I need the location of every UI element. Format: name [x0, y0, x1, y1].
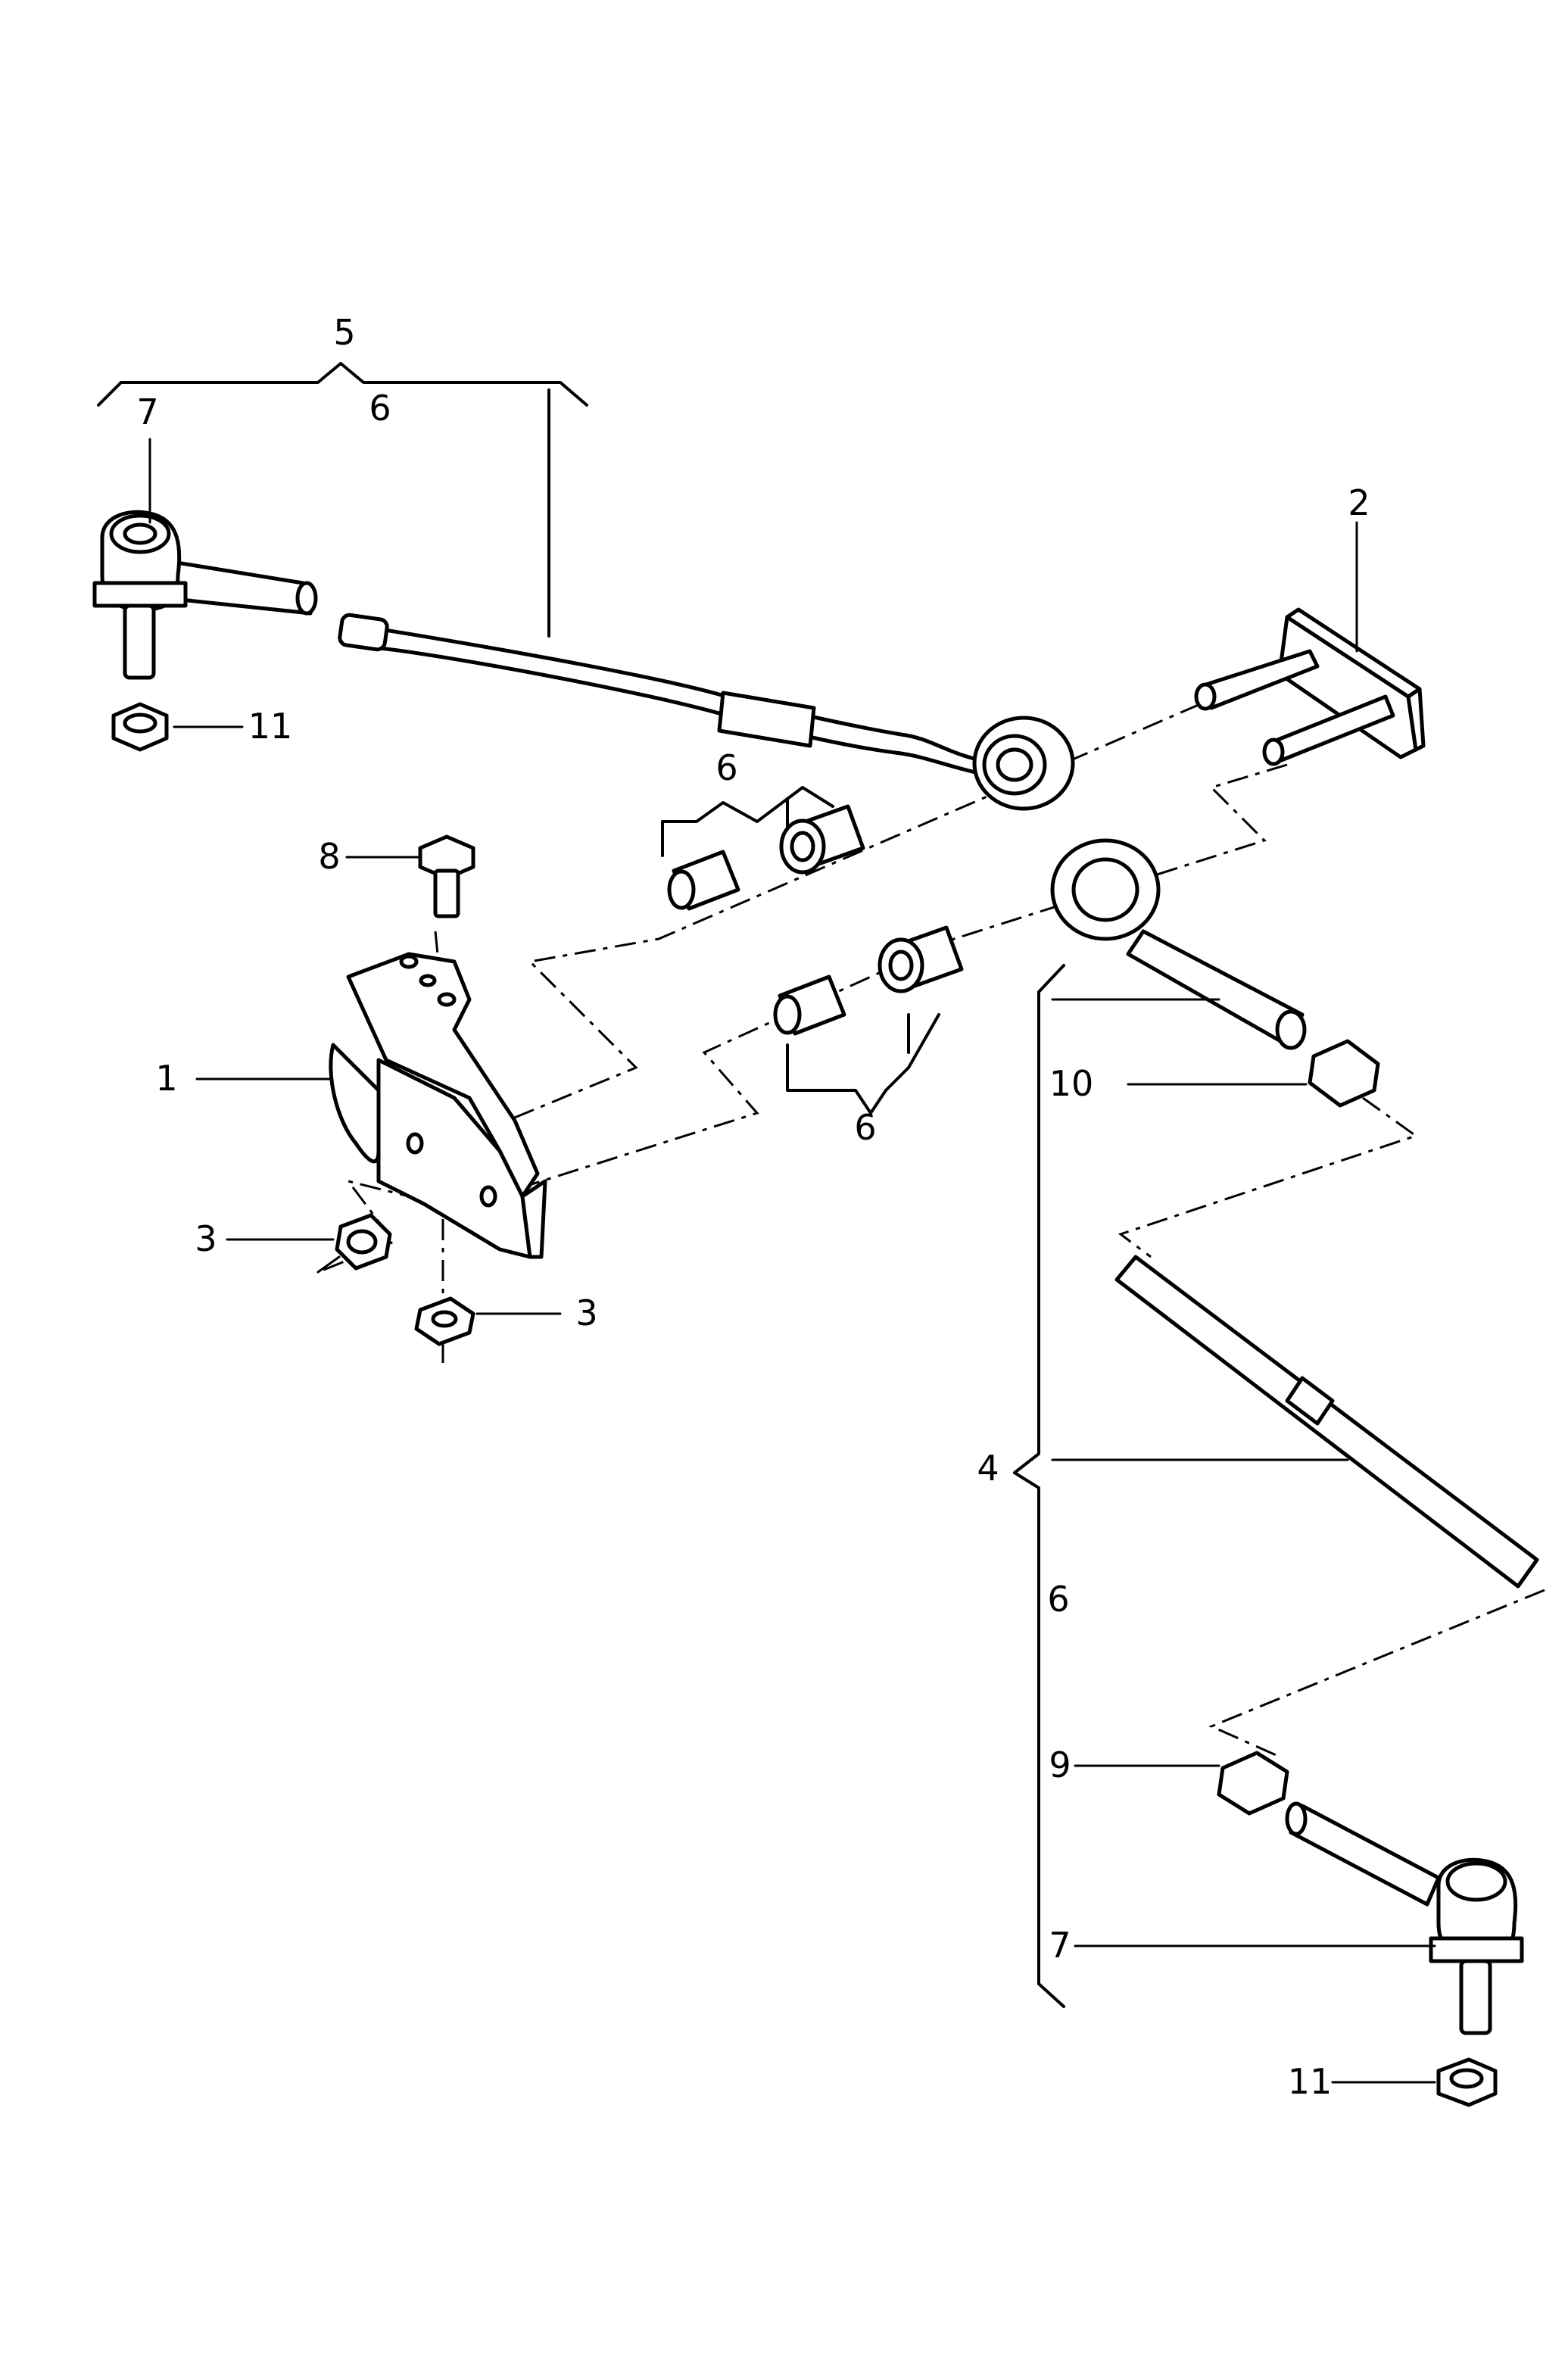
callout-6-bushings-lower: 6 [854, 1107, 876, 1148]
nut-part-3-right [414, 1296, 475, 1346]
nut-part-11-top [111, 702, 169, 752]
tie-rod-part-5 [338, 613, 1075, 811]
callouts: 1 2 3 3 4 5 6 6 6 6 7 7 8 9 10 11 11 [136, 312, 1370, 2102]
bolt-part-8 [418, 834, 475, 918]
callout-6-right: 6 [1047, 1579, 1069, 1620]
callout-6-bushings-upper: 6 [715, 747, 737, 788]
brace-group-5 [97, 362, 588, 638]
bracket-part-1 [329, 952, 547, 1259]
bushing-sleeve-upper [667, 850, 740, 911]
callout-4: 4 [977, 1448, 999, 1489]
callout-8: 8 [318, 836, 340, 877]
nut-part-9 [1217, 1751, 1289, 1816]
ball-joint-part-7-top [92, 510, 318, 680]
nut-part-11-bottom [1436, 2057, 1498, 2107]
leader-lines [148, 438, 1436, 2084]
bushing-flanged-lower [878, 925, 964, 993]
callout-10: 10 [1049, 1063, 1094, 1104]
callout-5: 5 [333, 312, 355, 353]
callout-3-left: 3 [195, 1218, 217, 1259]
callout-3-right: 3 [575, 1293, 597, 1333]
plate-part-2 [1194, 607, 1426, 766]
brace-group-4 [1013, 964, 1065, 2008]
callout-9: 9 [1049, 1745, 1071, 1785]
bushing-sleeve-lower [773, 974, 846, 1036]
bushing-flanged-upper [779, 804, 865, 875]
callout-7-bottom: 7 [1049, 1925, 1071, 1966]
brace-bushings-upper [661, 786, 834, 857]
alignment-lines [317, 703, 1545, 1758]
nut-part-3-left [316, 1213, 392, 1274]
callout-6-top: 6 [369, 388, 391, 429]
callout-11-top: 11 [248, 706, 293, 747]
tie-rod-eye-part-4 [1050, 838, 1307, 1050]
callout-2: 2 [1348, 482, 1370, 523]
nut-part-10 [1308, 1039, 1380, 1108]
ball-joint-part-7-bottom [1285, 1801, 1524, 2035]
rod-part-4 [1114, 1255, 1539, 1589]
brace-bushings-lower [786, 1013, 940, 1115]
callout-7-top: 7 [136, 391, 158, 432]
callout-1: 1 [155, 1058, 177, 1099]
callout-11-bottom: 11 [1288, 2061, 1333, 2102]
